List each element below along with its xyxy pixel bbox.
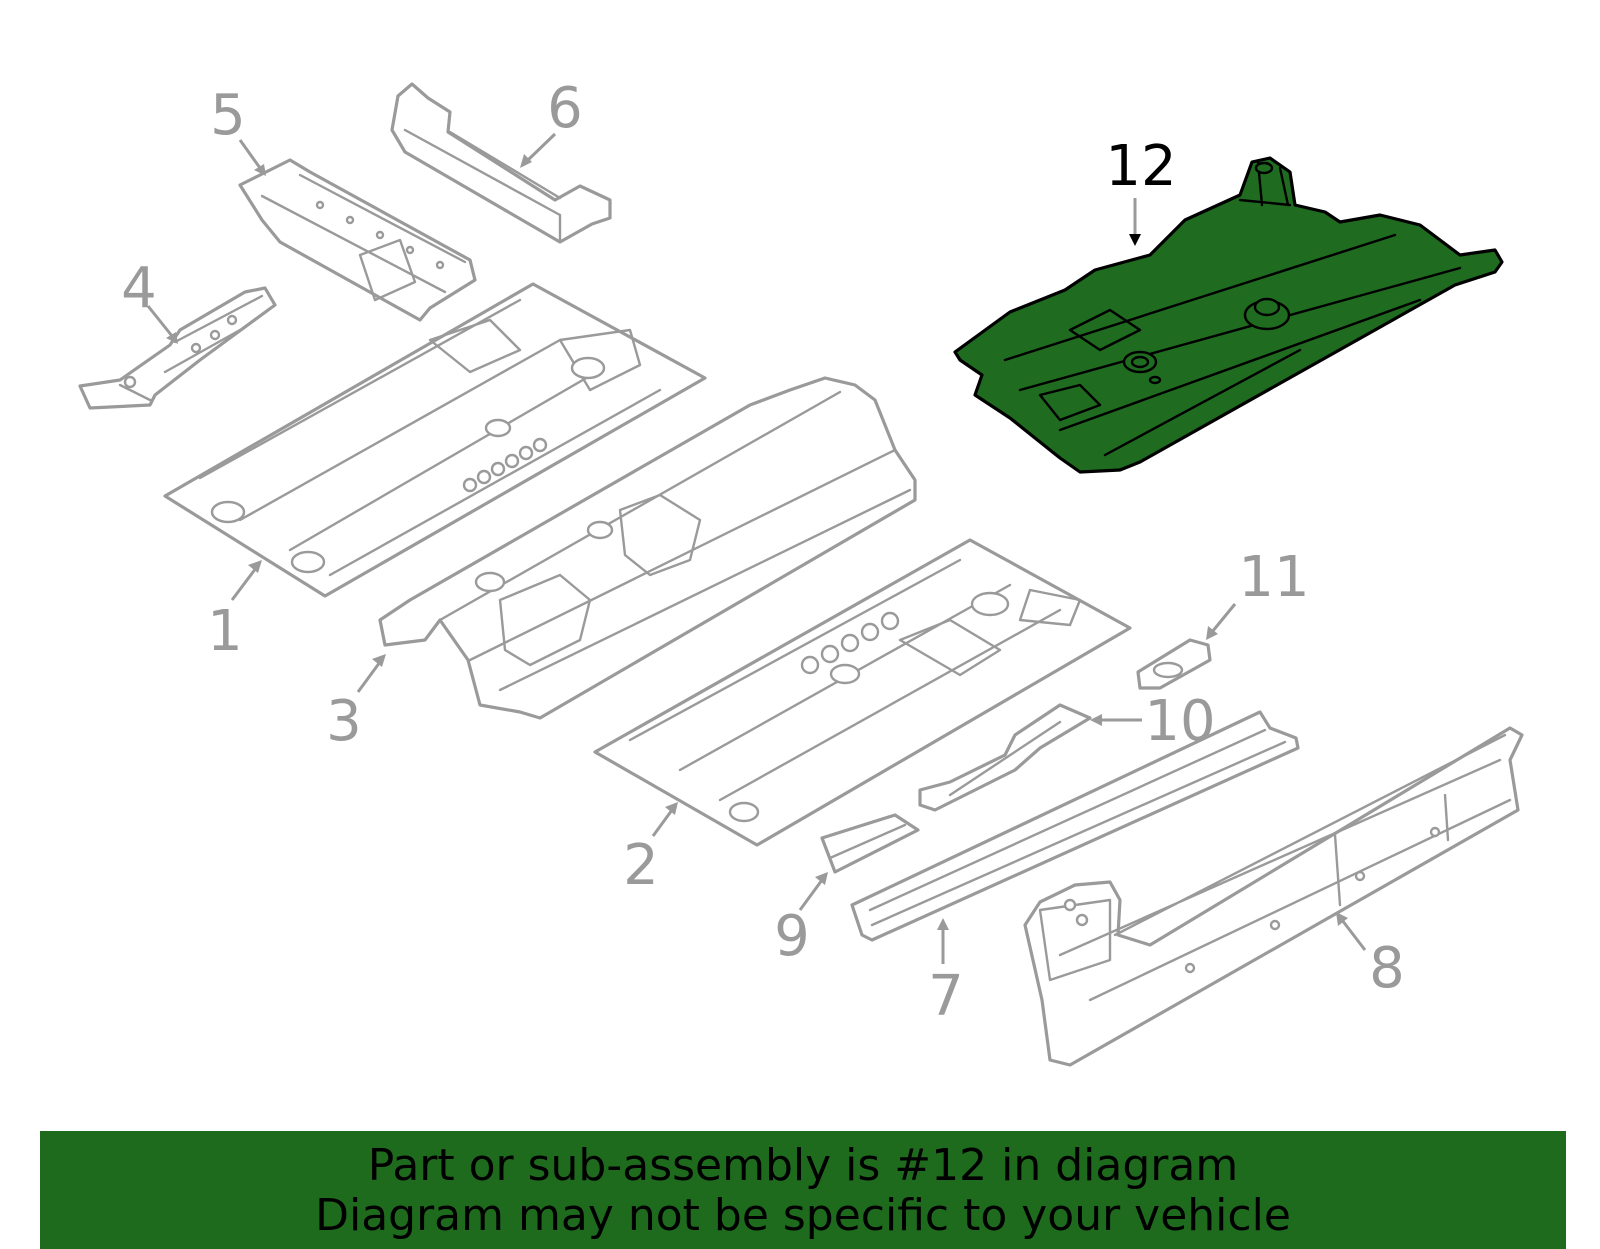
leader-lines	[146, 132, 1367, 964]
part-7[interactable]	[850, 710, 1300, 942]
callout-1: 1	[207, 599, 243, 664]
callout-8: 8	[1369, 936, 1405, 1001]
part-11[interactable]	[1136, 638, 1212, 690]
callout-7: 7	[928, 964, 964, 1029]
part-5[interactable]	[238, 158, 477, 322]
callout-2: 2	[623, 833, 659, 898]
banner-line-2: Diagram may not be specific to your vehi…	[315, 1190, 1291, 1241]
callout-11: 11	[1238, 545, 1309, 610]
callout-6: 6	[547, 76, 583, 141]
callout-5: 5	[210, 83, 246, 148]
part-9[interactable]	[820, 813, 920, 874]
callout-9: 9	[774, 904, 810, 969]
part-12-highlighted[interactable]	[953, 156, 1504, 474]
callout-3: 3	[326, 689, 362, 754]
callout-4: 4	[121, 256, 157, 321]
info-banner: Part or sub-assembly is #12 in diagram D…	[40, 1131, 1566, 1249]
callout-12-highlighted: 12	[1105, 134, 1176, 199]
part-2[interactable]	[593, 538, 1132, 847]
part-10[interactable]	[918, 703, 1092, 812]
part-1[interactable]	[163, 282, 707, 598]
part-4[interactable]	[78, 286, 277, 410]
banner-line-1: Part or sub-assembly is #12 in diagram	[367, 1140, 1239, 1191]
callout-10: 10	[1144, 689, 1215, 754]
part-6[interactable]	[390, 82, 612, 244]
part-8[interactable]	[1023, 726, 1524, 1067]
part-3[interactable]	[378, 376, 917, 720]
